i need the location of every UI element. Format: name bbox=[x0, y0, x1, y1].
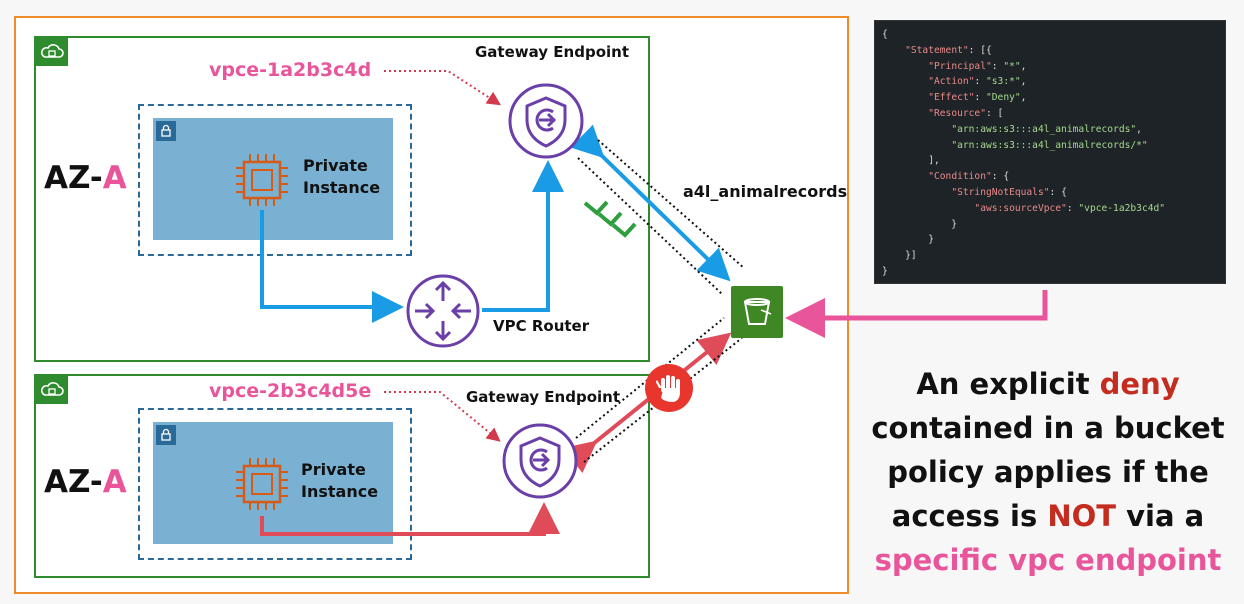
route-instance-to-router bbox=[260, 210, 404, 323]
lock-icon bbox=[156, 425, 176, 445]
policy-line: "Condition": { bbox=[928, 171, 1010, 183]
private-subnet-bottom bbox=[138, 408, 412, 560]
policy-line: }] bbox=[882, 250, 917, 262]
lock-icon bbox=[156, 121, 176, 141]
route-router-to-endpoint bbox=[482, 160, 564, 312]
vpce-id-top: vpce-1a2b3c4d bbox=[209, 59, 372, 81]
vpc-cloud-icon bbox=[36, 376, 68, 404]
gateway-endpoint-label-top: Gateway Endpoint bbox=[475, 43, 629, 61]
vpce-pointer-bottom bbox=[384, 391, 501, 442]
vpc-router-label: VPC Router bbox=[493, 317, 590, 335]
az-label-top: AZ-A bbox=[44, 160, 127, 196]
gateway-endpoint-label-bottom: Gateway Endpoint bbox=[466, 388, 620, 406]
vpce-pointer-top bbox=[384, 70, 502, 106]
policy-line: ], bbox=[882, 155, 940, 167]
gateway-endpoint-icon bbox=[507, 82, 585, 165]
policy-line: "Statement": [{ bbox=[905, 44, 992, 56]
policy-to-bucket-arrow bbox=[785, 290, 1048, 338]
vpc-cloud-icon bbox=[36, 38, 68, 66]
route-instance-to-endpoint-bottom bbox=[260, 502, 560, 536]
private-subnet-top bbox=[138, 104, 412, 256]
policy-line: "Principal": "*", bbox=[928, 60, 1027, 72]
policy-line: "Resource": [ bbox=[928, 108, 1004, 119]
az-label-bottom: AZ-A bbox=[44, 464, 127, 500]
policy-line: "aws:sourceVpce": "vpce-1a2b3c4d" bbox=[974, 202, 1166, 214]
s3-bucket-icon bbox=[731, 286, 783, 338]
bucket-name-label: a4l_animalrecords bbox=[683, 182, 848, 201]
policy-line: "arn:aws:s3:::a4l_animalrecords", bbox=[951, 123, 1142, 135]
traffic-chevrons bbox=[583, 200, 637, 238]
cpu-chip-icon bbox=[232, 454, 292, 519]
bucket-policy-code: { "Statement": [{ "Principal": "*", "Act… bbox=[874, 20, 1226, 284]
gateway-endpoint-icon bbox=[501, 422, 579, 505]
allowed-path bbox=[570, 124, 731, 282]
policy-line: } bbox=[882, 266, 888, 277]
policy-line: "Action": "s3:*", bbox=[928, 76, 1027, 88]
vpce-id-bottom: vpce-2b3c4d5e bbox=[209, 380, 372, 402]
policy-line: } bbox=[882, 234, 934, 246]
policy-line: } bbox=[882, 218, 958, 230]
policy-line: "StringNotEquals": { bbox=[951, 187, 1067, 198]
policy-line: "arn:aws:s3:::a4l_animalrecords/*" bbox=[951, 139, 1148, 151]
vpc-router-icon bbox=[405, 273, 481, 354]
deny-hand-icon bbox=[645, 364, 693, 412]
cpu-chip-icon bbox=[232, 150, 292, 215]
policy-line: "Effect": "Deny", bbox=[928, 92, 1027, 104]
policy-line: { bbox=[882, 29, 888, 40]
explanation-text: An explicit deny contained in a bucket p… bbox=[871, 367, 1225, 577]
